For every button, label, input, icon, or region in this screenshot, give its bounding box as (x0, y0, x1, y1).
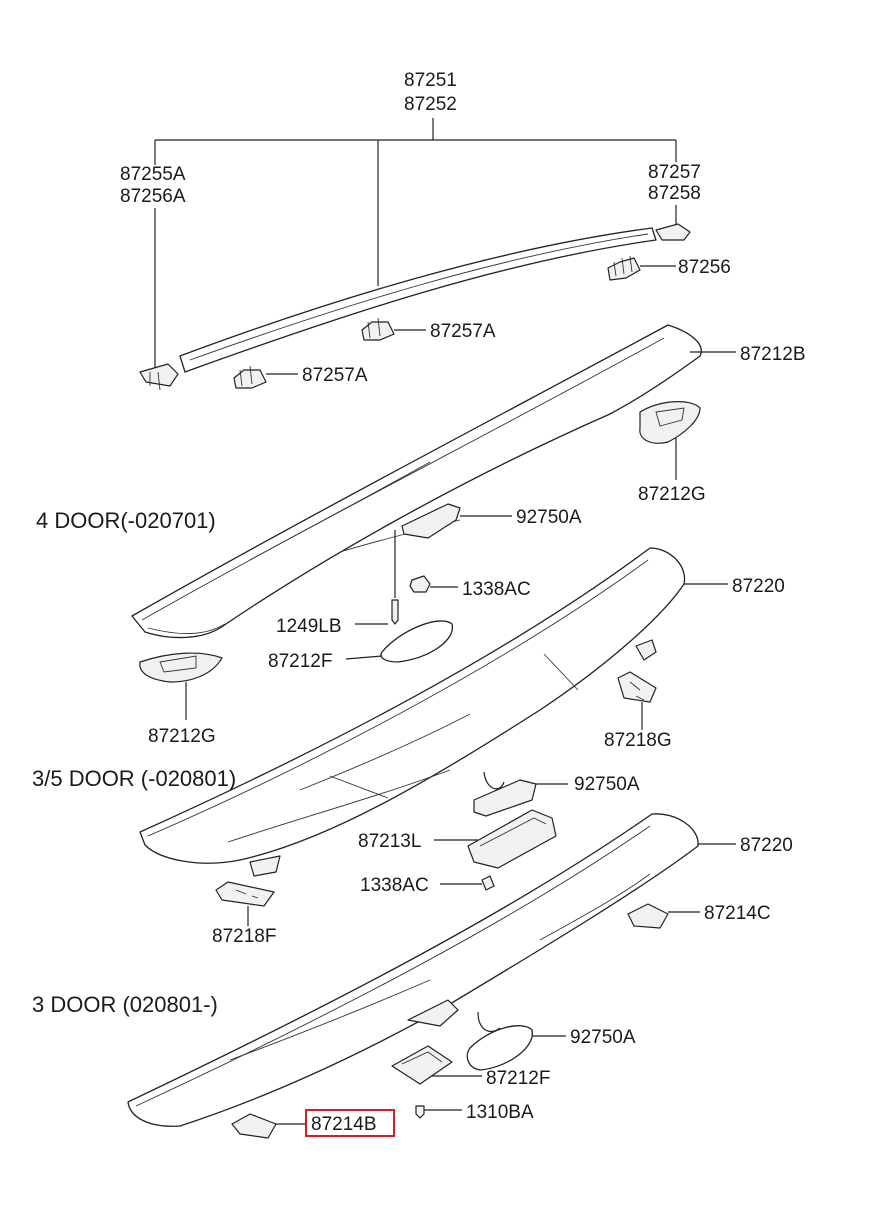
label-87214B[interactable]: 87214B (311, 1114, 377, 1135)
roof-rail-strip (179, 227, 657, 373)
rail-end-cap-left (139, 363, 179, 387)
section-3-5-door: 3/5 DOOR (-020801) (32, 766, 236, 791)
label-87220-a: 87220 (732, 576, 785, 597)
label-87212F-b: 87212F (486, 1068, 550, 1089)
label-87257A-lower: 87257A (302, 365, 368, 386)
housing-87213L (467, 809, 557, 869)
nut-1338AC-a (409, 575, 431, 593)
side-cap-87212G-right (639, 401, 701, 444)
label-87212G-left: 87212G (148, 726, 216, 747)
spoiler-3-5-door (139, 547, 728, 926)
section-3-door: 3 DOOR (020801-) (32, 992, 218, 1017)
stop-lamp-92750A-c (466, 1025, 533, 1071)
side-cap-87212G-left (139, 652, 223, 683)
label-87251: 87251 (404, 70, 457, 91)
bracket-87214C (627, 903, 669, 929)
spoiler-4-door (131, 324, 736, 720)
label-87213L: 87213L (358, 831, 421, 852)
label-1338AC-a: 1338AC (462, 579, 531, 600)
lamp-cover-87212F-a (380, 620, 453, 663)
label-1249LB: 1249LB (276, 616, 342, 637)
label-92750A-a: 92750A (516, 507, 582, 528)
rail-assembly (139, 118, 691, 391)
highlight-box-87214B[interactable] (305, 1109, 395, 1137)
label-87214C: 87214C (704, 903, 771, 924)
label-87212F-a: 87212F (268, 651, 332, 672)
label-87218G: 87218G (604, 730, 672, 751)
spoiler-3-door (127, 813, 736, 1139)
label-92750A-b: 92750A (574, 774, 640, 795)
label-92750A-c: 92750A (570, 1027, 636, 1048)
stop-lamp-92750A-b (473, 779, 537, 817)
label-87212B: 87212B (740, 344, 806, 365)
label-87257: 87257 (648, 162, 701, 183)
screw-1310BA (415, 1105, 425, 1119)
label-87252: 87252 (404, 94, 457, 115)
label-87256A: 87256A (120, 186, 186, 207)
label-87257A-upper: 87257A (430, 321, 496, 342)
label-87212G-right: 87212G (638, 484, 706, 505)
rail-clip-87257A-upper (361, 317, 426, 341)
nut-1338AC-b (481, 875, 495, 891)
label-1338AC-b: 1338AC (360, 875, 429, 896)
stop-lamp-92750A-a (401, 503, 461, 539)
bracket-87214B (231, 1113, 277, 1139)
rail-end-cap-right (655, 223, 691, 241)
lamp-cover-87212F-b (391, 1045, 453, 1085)
label-87220-b: 87220 (740, 835, 793, 856)
section-4-door: 4 DOOR(-020701) (36, 508, 216, 533)
label-87218F: 87218F (212, 926, 276, 947)
bolt-1249LB (391, 599, 399, 625)
label-87256: 87256 (678, 257, 731, 278)
rail-clip-87257A-lower (233, 365, 298, 389)
label-87255A: 87255A (120, 164, 186, 185)
label-87258: 87258 (648, 183, 701, 204)
rail-clip-87256 (607, 255, 676, 281)
label-1310BA: 1310BA (466, 1102, 534, 1123)
bracket-87218G (617, 671, 657, 703)
